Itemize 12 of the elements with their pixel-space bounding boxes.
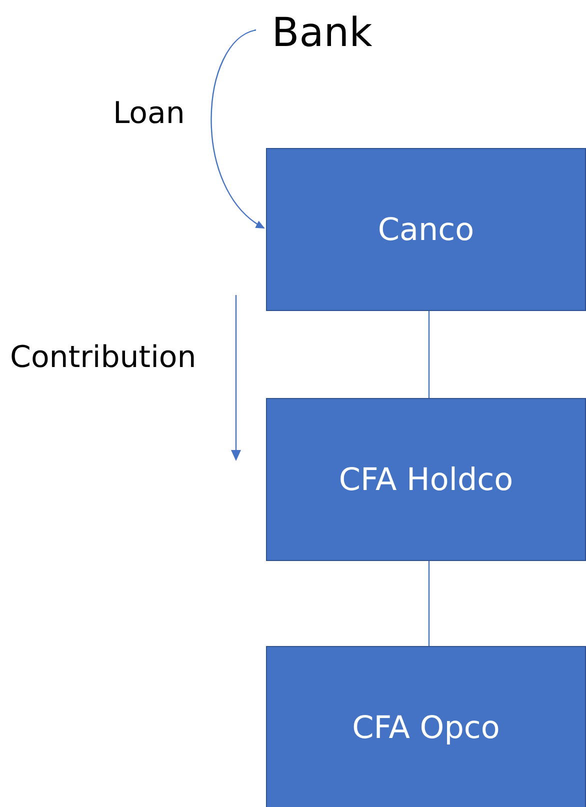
- connector-line: [428, 311, 430, 398]
- arrow: [210, 29, 265, 229]
- node-label: Bank: [272, 10, 372, 56]
- box-label: Canco: [378, 212, 474, 248]
- box-label: CFA Holdco: [338, 462, 514, 498]
- entity-box: [266, 148, 586, 311]
- box-label: CFA Opco: [352, 710, 500, 746]
- flow-label: Contribution: [10, 340, 196, 375]
- entity-box: [266, 398, 586, 561]
- edge-label: Loan: [113, 96, 185, 131]
- connector-line: [428, 561, 430, 646]
- entity-box: [266, 646, 586, 807]
